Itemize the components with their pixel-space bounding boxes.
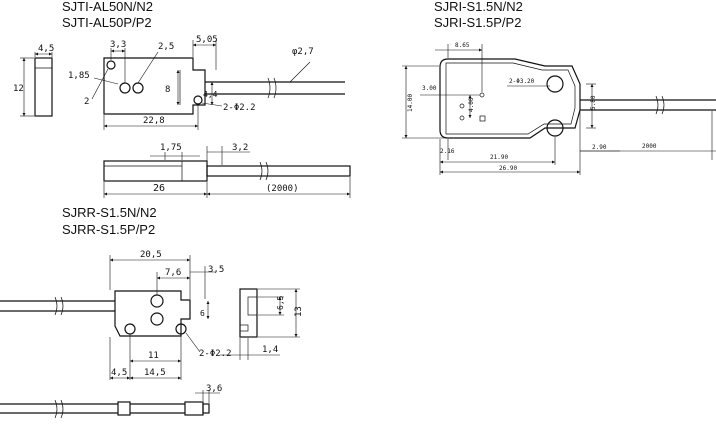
sjti-dim-phi-2-7: φ2,7: [292, 47, 314, 57]
sjri-dim-21-90: 21.90: [490, 154, 508, 161]
sjti-dim-1-75: 1,75: [160, 143, 182, 153]
sjti-title-line2: SJTI-AL50P/P2: [62, 15, 152, 30]
sjti-dim-4-5: 4,5: [38, 44, 54, 54]
sjti-dim-hole: 2-Φ2.2: [223, 103, 256, 113]
sjri-dim-hole: 2-Φ3.20: [509, 78, 535, 85]
sjti-dim-26: 26: [153, 183, 165, 194]
sjrr-dim-1-4: 1,4: [262, 345, 278, 355]
sjri-title-line2: SJRI-S1.5P/P2: [434, 15, 522, 30]
sjti-dim-3-3: 3,3: [110, 40, 126, 50]
sjti-dim-5-05: 5,05: [196, 35, 218, 45]
sjti-title-line1: SJTI-AL50N/N2: [62, 0, 154, 14]
sjti-dim-2-5: 2,5: [158, 42, 174, 52]
sjti-dim-3-2: 3,2: [232, 143, 248, 153]
sjti-dim-2: 2: [84, 97, 89, 107]
sjri-dim-2000: 2000: [642, 143, 657, 150]
sjri-dim-5-80: 5.80: [590, 95, 597, 110]
sjri-dim-8-65: 8.65: [455, 42, 470, 49]
sjti-dim-1-85: 1,85: [68, 71, 90, 81]
sjti-dim-22-8: 22,8: [143, 116, 165, 126]
sjri-title-line1: SJRI-S1.5N/N2: [434, 0, 523, 14]
sjti-side-view: [34, 57, 53, 117]
sjri-body: [439, 58, 581, 139]
sjti-dim-12: 12: [13, 84, 24, 94]
sjti-dim-4-4: 4,4: [203, 90, 218, 99]
sjti-body: [103, 57, 206, 115]
sjri-diagram: 8.65 3.00 2-Φ3.20 14.00 4.00 5.80 2.16 2…: [402, 42, 716, 175]
sjrr-dim-6-5: 6,5: [276, 295, 285, 310]
sjri-dim-14-00: 14.00: [407, 94, 414, 112]
sjti-bottom-view: [103, 160, 208, 182]
sjri-dim-3-00: 3.00: [422, 85, 437, 92]
sjti-diagram: 4,5 12 φ2,7 3,3 2,5 5,05 1,85 2: [13, 35, 351, 198]
sjrr-dim-hole: 2-Φ2.2: [199, 349, 232, 359]
sjrr-dim-11: 11: [148, 351, 159, 361]
sjrr-dim-14-5: 14,5: [144, 368, 166, 378]
sjrr-title-line1: SJRR-S1.5N/N2: [62, 205, 157, 220]
sjrr-dim-6: 6: [200, 309, 205, 318]
sjrr-side-view: [239, 288, 258, 338]
sjrr-title-line2: SJRR-S1.5P/P2: [62, 222, 156, 237]
sjrr-dim-4-5: 4,5: [111, 368, 127, 378]
sjti-dim-8: 8: [165, 85, 170, 95]
sjti-dim-2000: (2000): [266, 184, 299, 194]
sjrr-body: [114, 290, 191, 337]
sjrr-dim-3-6: 3,6: [206, 384, 222, 394]
sjrr-dim-7-6: 7,6: [165, 268, 181, 278]
sjri-dim-4-00: 4.00: [468, 97, 475, 112]
sjri-dim-2-90: 2.90: [592, 144, 607, 151]
sjrr-diagram: 20,5 7,6 3,5 6 11 2-Φ2.2 4,5 14,5 6,5 13: [0, 250, 304, 419]
sjri-dim-2-16: 2.16: [440, 148, 455, 155]
sjrr-dim-20-5: 20,5: [140, 250, 162, 260]
sjrr-dim-3-5: 3,5: [208, 265, 224, 275]
sjri-dim-26-90: 26.90: [499, 165, 517, 172]
sjrr-dim-13: 13: [294, 306, 304, 317]
